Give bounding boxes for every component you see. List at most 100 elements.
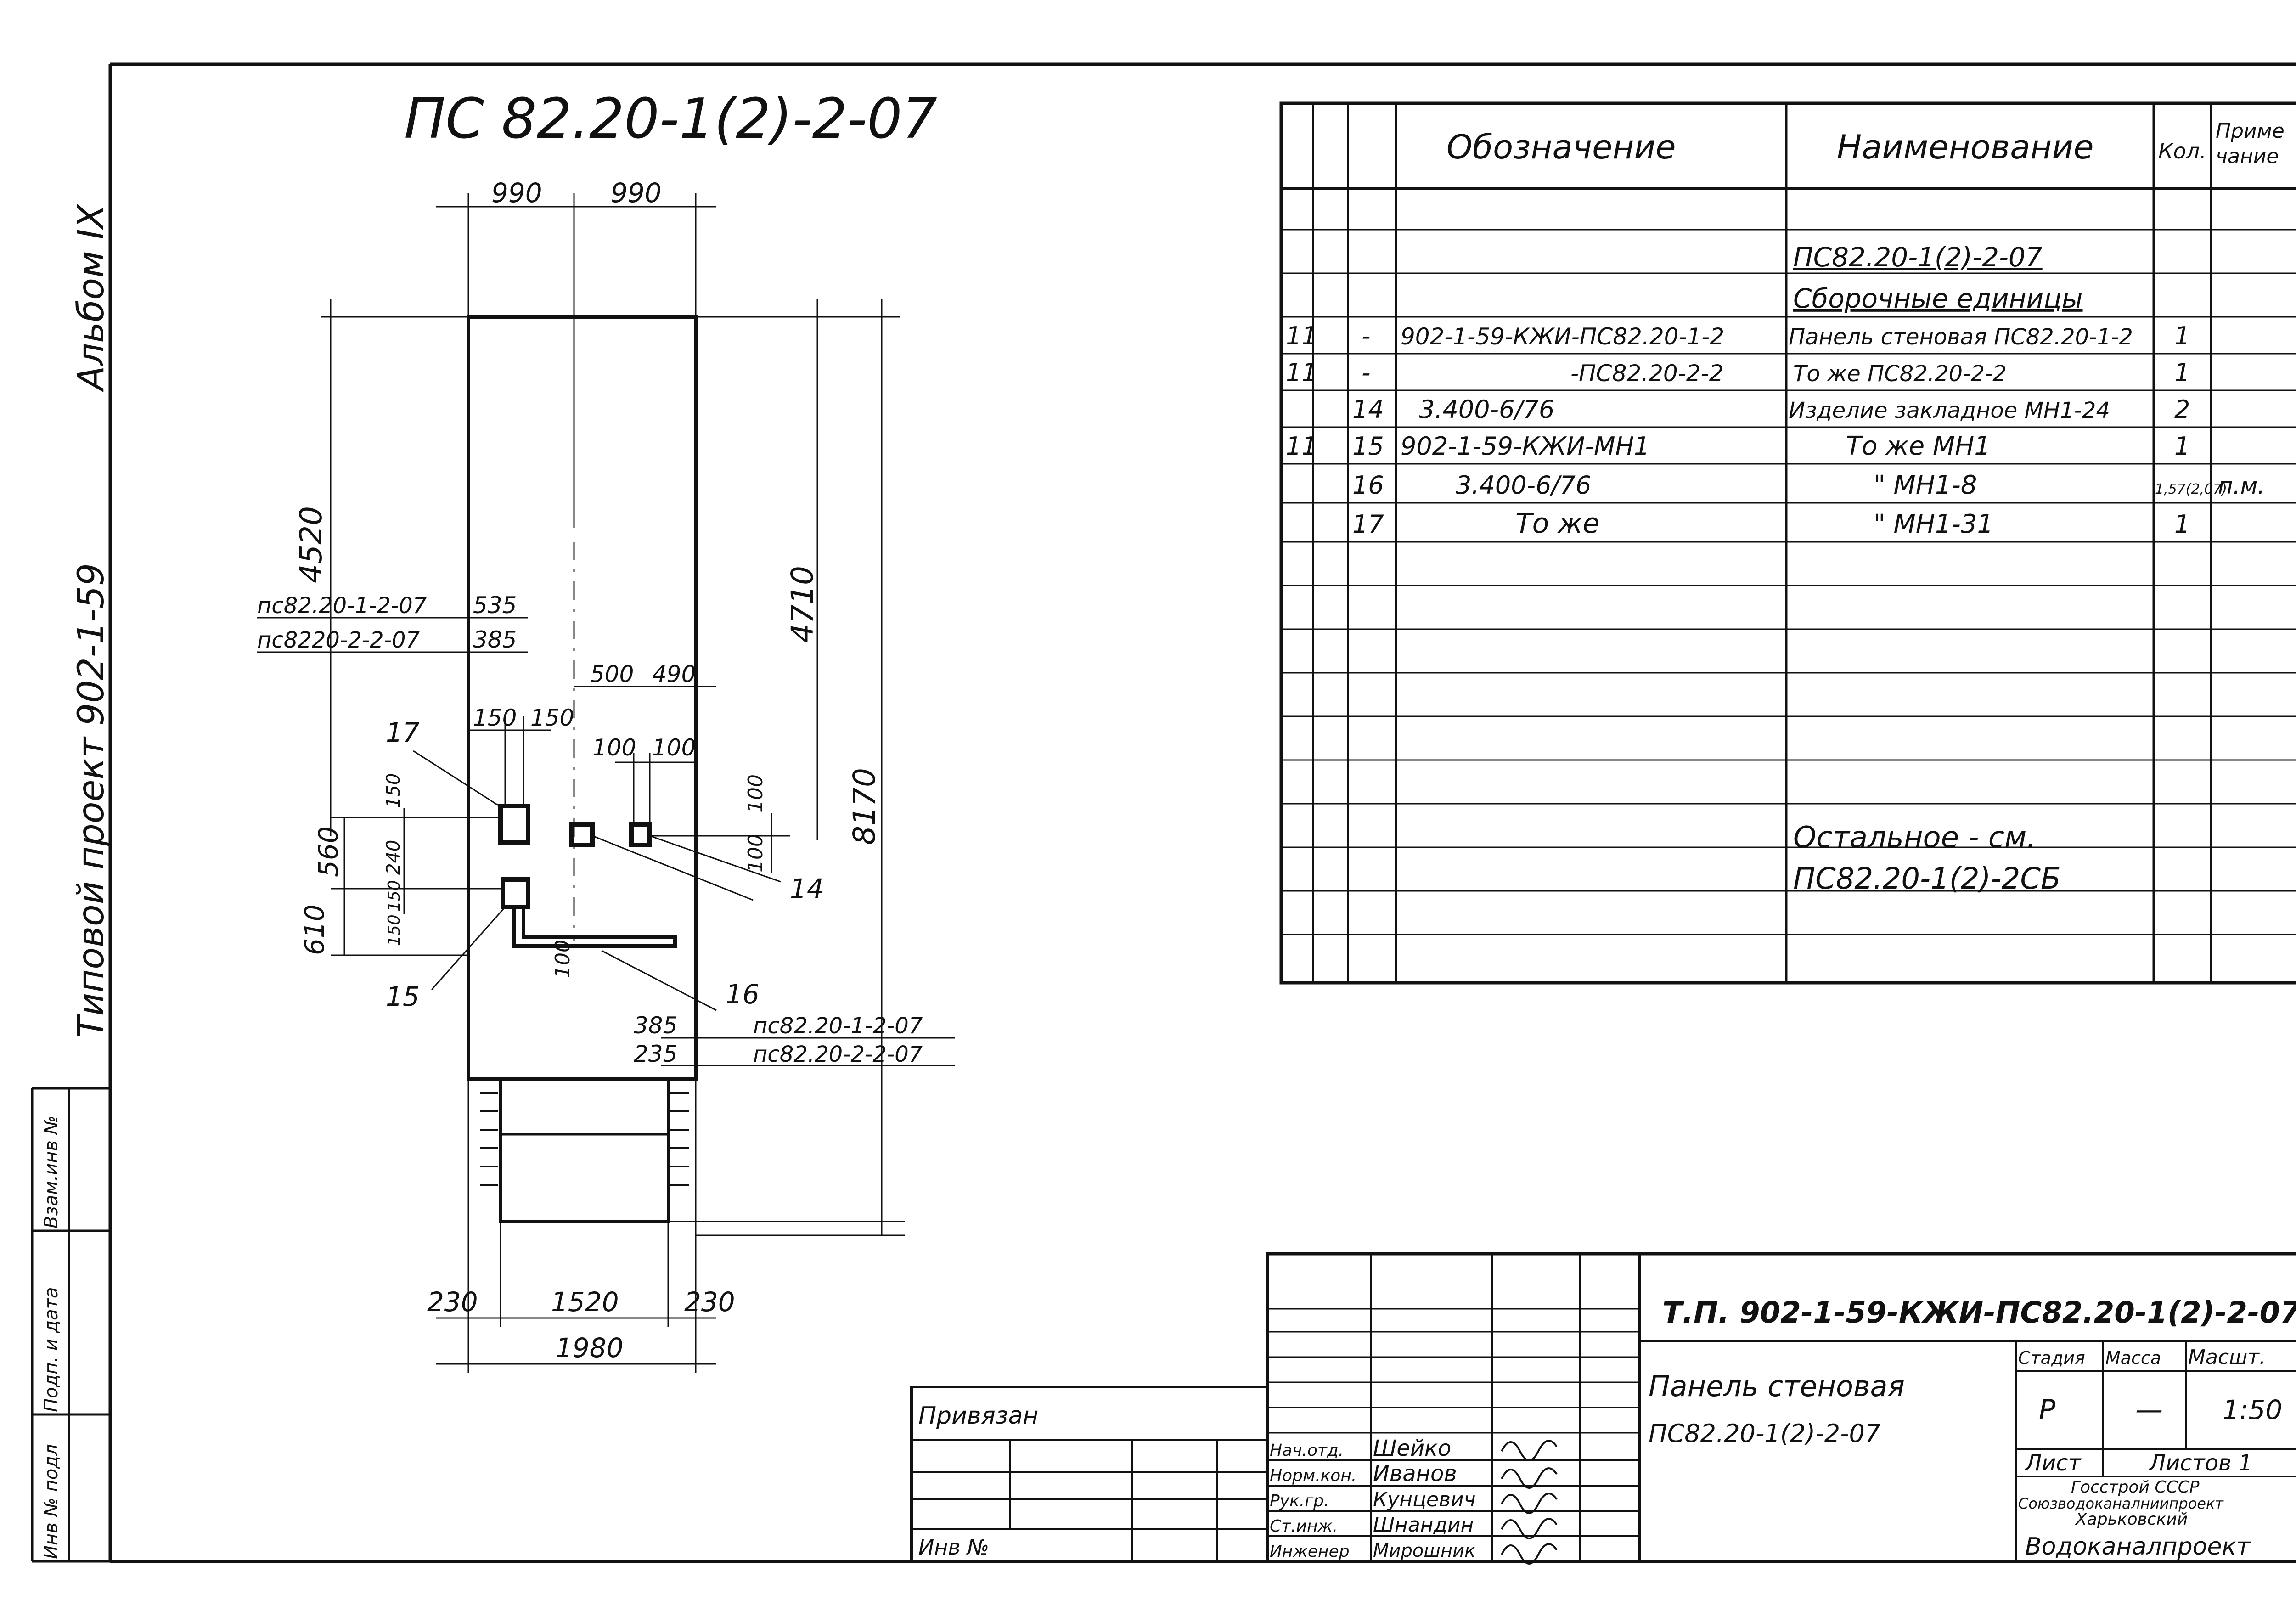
stage-label: Стадия: [2018, 1348, 2085, 1368]
marks: 17 15 14 16 пс82.20-1-2-07 пс8220-2-2-07…: [257, 593, 923, 1067]
panel-elevation: [467, 315, 698, 1223]
dim-left-150b: 150: [385, 880, 404, 912]
dim-535: 535: [473, 592, 517, 619]
mass-label: Масса: [2105, 1348, 2161, 1368]
row2-zone: 11: [1286, 358, 1317, 387]
dim-left-150c: 150: [385, 914, 404, 946]
dim-left-height: 4520: [293, 506, 329, 583]
row2-pos: -: [1362, 358, 1371, 387]
person-4-role: Ст.инж.: [1270, 1517, 1338, 1536]
row6-designation: То же: [1515, 507, 1599, 540]
panel-label-left-bottom: пс8220-2-2-07: [257, 627, 420, 653]
signature-2: [1501, 1467, 1558, 1489]
row4-pos: 15: [1352, 432, 1384, 461]
album-label: Альбом IX: [71, 203, 112, 393]
header-designation: Обозначение: [1446, 128, 1676, 166]
title-code: Т.П. 902-1-59-КЖИ-ПС82.20-1(2)-2-07: [1662, 1296, 2296, 1330]
row6-pos: 17: [1352, 510, 1384, 539]
dim-left-150: 150: [383, 773, 404, 808]
title-block: Т.П. 902-1-59-КЖИ-ПС82.20-1(2)-2-07 Пане…: [910, 1252, 2296, 1565]
signature-5: [1501, 1543, 1558, 1565]
embedded-item-16: [512, 907, 677, 948]
row1-zone: 11: [1286, 321, 1317, 350]
stage-value: Р: [2039, 1394, 2056, 1426]
signature-3: [1501, 1493, 1558, 1514]
dim-top-left: 990: [491, 177, 542, 208]
person-3-name: Кунцевич: [1373, 1488, 1476, 1511]
row1-name: Панель стеновая ПС82.20-1-2: [1789, 324, 2133, 350]
row6-qty: 1: [2174, 510, 2190, 539]
project-label: Типовой проект 902-1-59: [71, 563, 112, 1038]
stamp-text-1: Взам.инв №: [41, 1115, 62, 1228]
dim-under-100: 100: [551, 940, 574, 978]
header-note-2: чание: [2216, 145, 2279, 168]
spec-table: Обозначение Наименование Кол. Приме чани…: [1279, 101, 2296, 985]
embedded-item-14a: [569, 822, 595, 847]
section-subtitle: Сборочные единицы: [1793, 283, 2083, 314]
person-2-role: Норм.кон.: [1270, 1466, 1356, 1485]
org-1: Госстрой СССР: [2071, 1478, 2200, 1497]
dimension-labels: 990 990 4520 4710 8170 535 385 500 490 1…: [293, 177, 882, 1363]
dim-foot-mid: 1520: [551, 1286, 619, 1318]
embedded-item-15: [501, 877, 530, 909]
left-stamp: Взам.инв № Подп. и дата Инв № подл Альбо…: [31, 203, 112, 1563]
mark-14: 14: [790, 873, 824, 904]
signature-1: [1501, 1440, 1558, 1461]
stamp-text-3: Инв № подл: [41, 1444, 62, 1559]
person-1-name: Шейко: [1373, 1436, 1451, 1461]
row5-note: п.м.: [2218, 473, 2265, 499]
title-name-1: Панель стеновая: [1649, 1369, 1905, 1403]
footer-ref: ПС82.20-1(2)-2СБ: [1793, 862, 2061, 896]
row5-name: " МН1-8: [1874, 470, 1977, 500]
row2-designation: -ПС82.20-2-2: [1570, 360, 1723, 387]
row1-designation: 902-1-59-КЖИ-ПС82.20-1-2: [1401, 323, 1724, 350]
embedded-item-17: [498, 804, 530, 845]
header-name: Наименование: [1837, 128, 2094, 166]
row4-designation: 902-1-59-КЖИ-МН1: [1401, 432, 1650, 461]
dim-500: 500: [590, 661, 634, 687]
section-title: ПС82.20-1(2)-2-07: [1793, 242, 2043, 273]
dim-bottom-385: 385: [634, 1012, 677, 1039]
row3-designation: 3.400-6/76: [1419, 395, 1554, 424]
footer-see: Остальное - см.: [1793, 821, 2036, 855]
panel-label-bottom-bottom: пс82.20-2-2-07: [753, 1042, 923, 1067]
dim-left-610: 610: [299, 904, 330, 955]
signature-4: [1501, 1518, 1558, 1539]
dim-150b: 150: [530, 704, 574, 731]
scale-value: 1:50: [2223, 1394, 2282, 1425]
dim-foot-total: 1980: [556, 1332, 624, 1363]
stamp-text-2: Подп. и дата: [41, 1287, 62, 1412]
dim-490: 490: [652, 661, 696, 687]
dim-bottom-235: 235: [634, 1041, 677, 1067]
row1-qty: 1: [2174, 321, 2190, 350]
person-5-name: Мирошник: [1373, 1540, 1475, 1561]
header-qty: Кол.: [2158, 139, 2206, 163]
row1-pos: -: [1362, 321, 1371, 350]
person-4-name: Шнандин: [1373, 1513, 1474, 1537]
dimension-lines: [257, 193, 955, 1373]
row5-qty: 1,57(2,07): [2155, 481, 2227, 497]
row3-pos: 14: [1352, 395, 1384, 424]
row4-name: То же МН1: [1846, 431, 1991, 461]
dim-right-100b: 100: [744, 834, 767, 873]
row5-designation: 3.400-6/76: [1456, 471, 1591, 500]
dim-right-100a: 100: [744, 774, 767, 813]
mark-15: 15: [386, 981, 420, 1012]
row4-qty: 1: [2174, 432, 2190, 461]
row4-zone: 11: [1286, 432, 1317, 461]
dim-foot-right: 230: [684, 1286, 735, 1318]
dim-top-right: 990: [611, 177, 662, 208]
org-3: Харьковский: [2075, 1510, 2188, 1529]
header-note-1: Приме: [2216, 119, 2285, 143]
row6-name: " МН1-31: [1874, 509, 1993, 539]
row2-qty: 1: [2174, 358, 2190, 387]
dim-left-560: 560: [313, 826, 344, 877]
mass-value: —: [2135, 1394, 2163, 1426]
dim-150a: 150: [473, 704, 517, 731]
dim-100b: 100: [652, 734, 696, 761]
leader-lines: [413, 750, 781, 1011]
panel-label-left-top: пс82.20-1-2-07: [257, 593, 427, 619]
sheets-label: Листов 1: [2148, 1450, 2252, 1476]
